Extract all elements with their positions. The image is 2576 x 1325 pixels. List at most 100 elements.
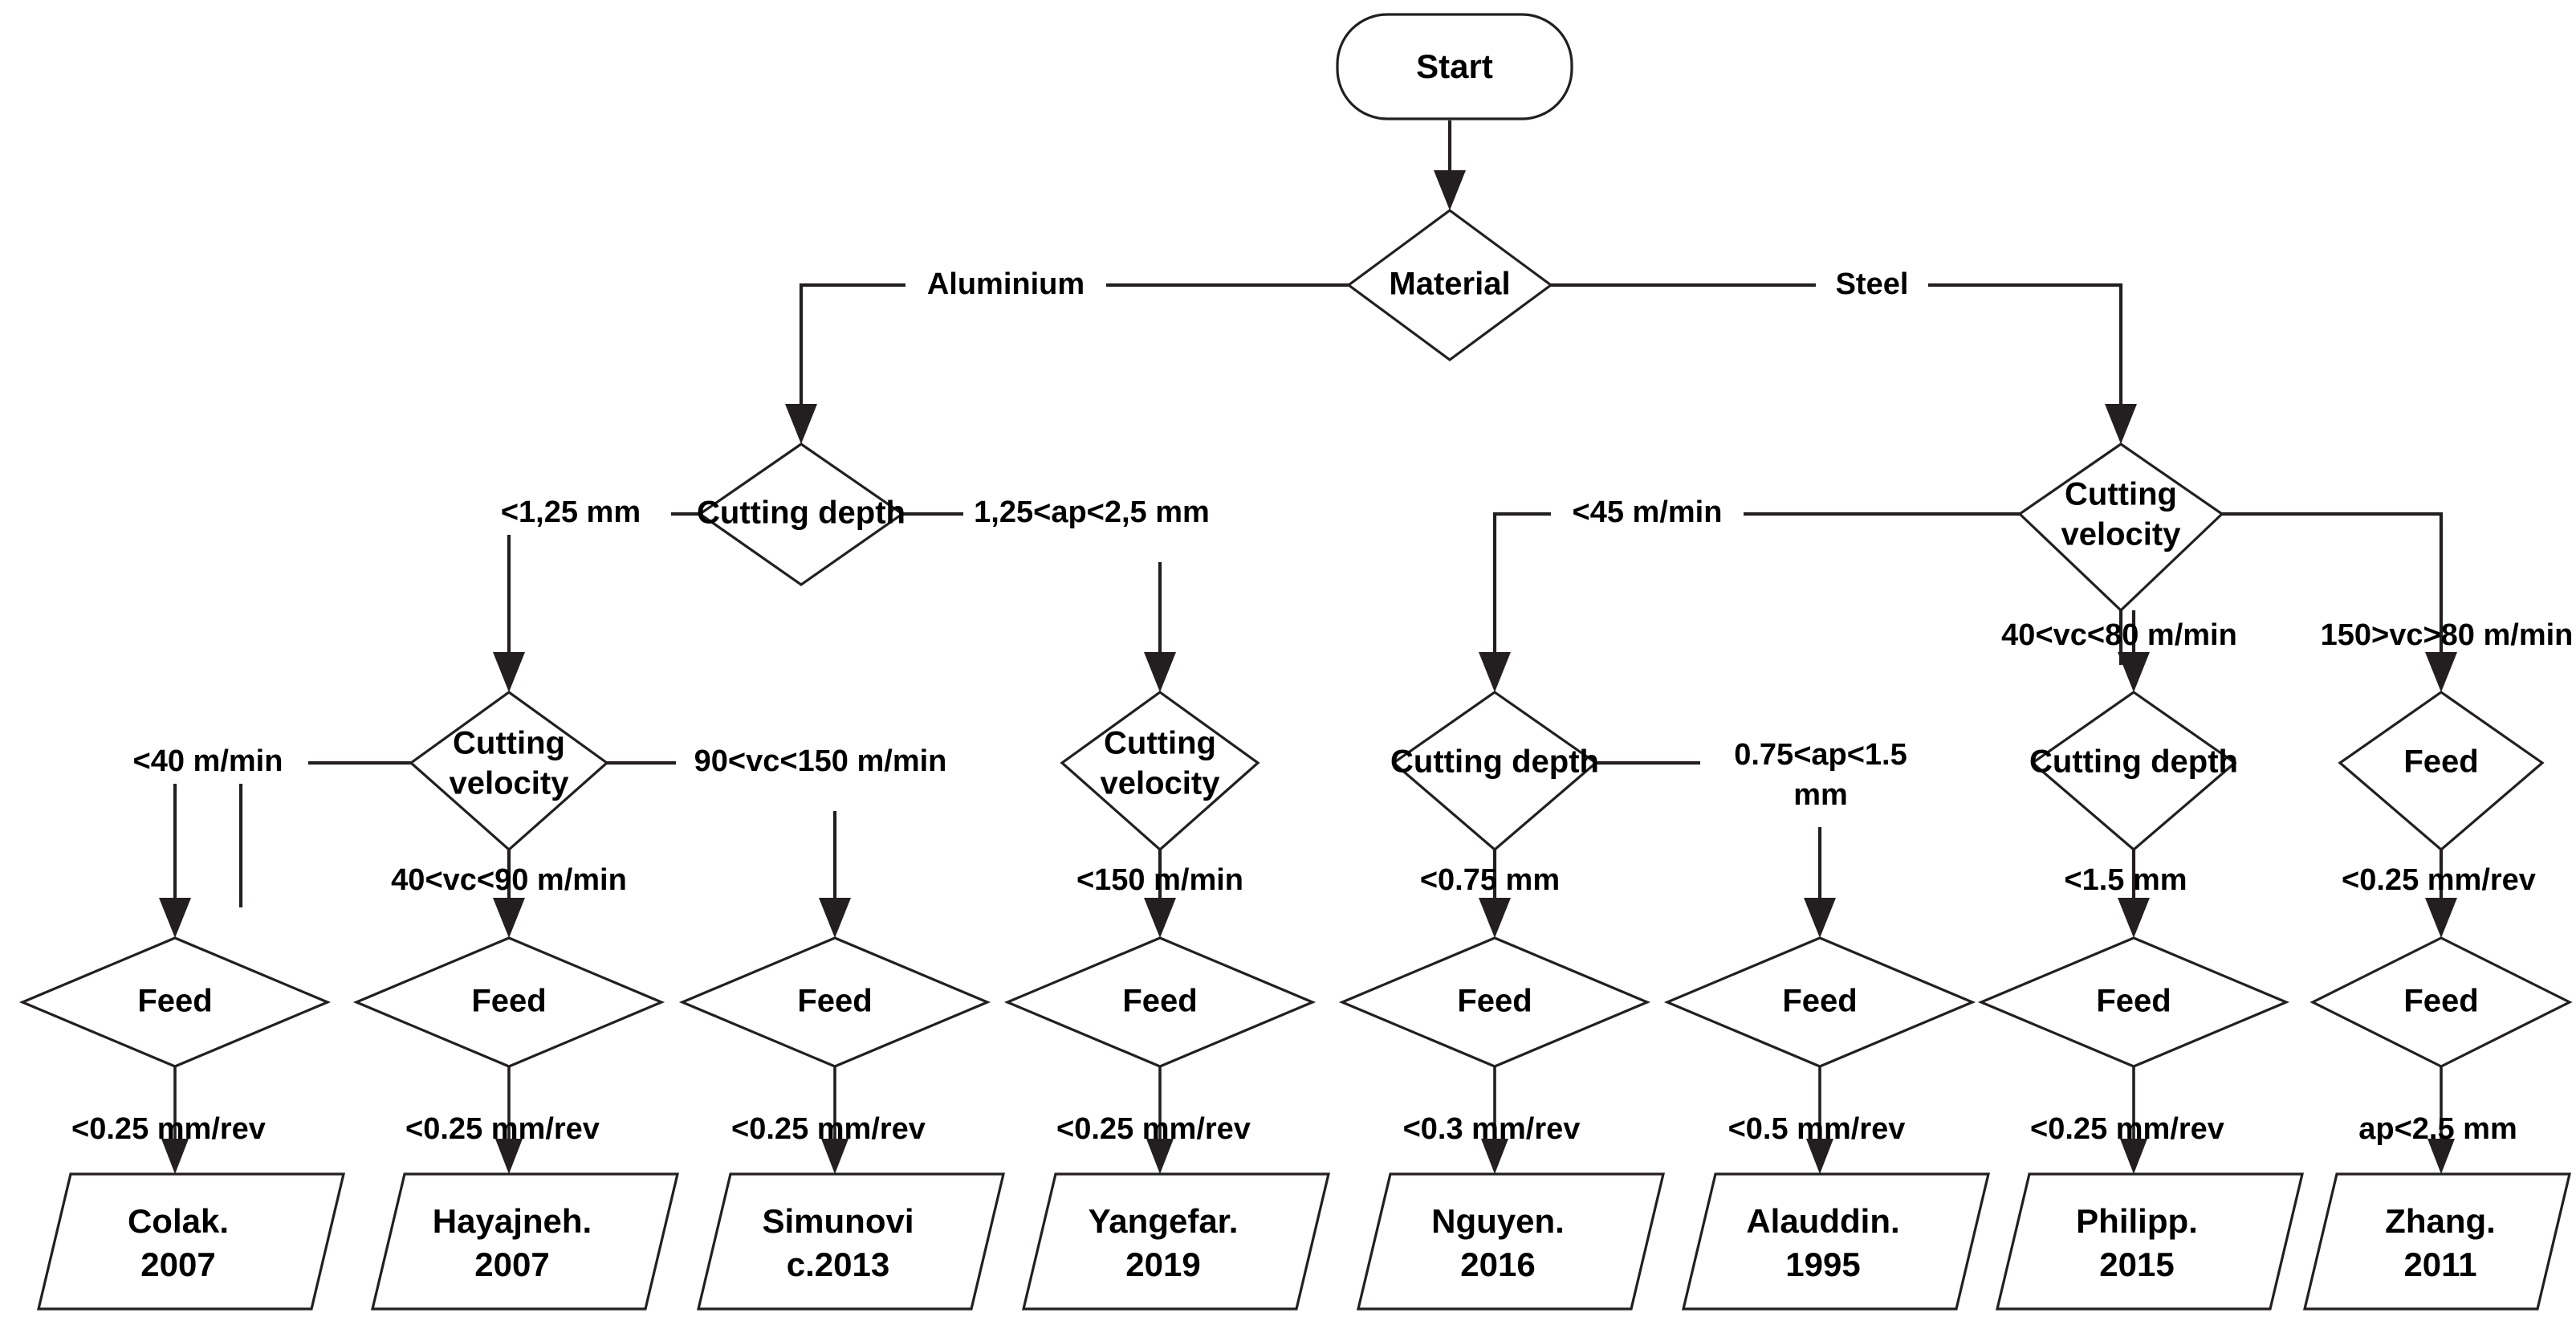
- al-cutting-velocity-label-line1: Cutting: [453, 726, 565, 761]
- edge-label-vc-40-90: 40<vc<90 m/min: [391, 863, 627, 897]
- arrowhead-feed3-result: [821, 1139, 848, 1174]
- arrowhead-steeldepthB-bottom: [2118, 898, 2150, 938]
- feed-8-shape: [2309, 936, 2573, 1068]
- node-feed-7[interactable]: Feed: [1977, 936, 2290, 1068]
- result-2-author: Hayajneh.: [433, 1202, 592, 1240]
- node-material[interactable]: Material: [1346, 209, 1553, 361]
- arrowhead-steelfeedtop-bottom: [2425, 898, 2457, 938]
- node-feed-4[interactable]: Feed: [1003, 936, 1316, 1068]
- result-8[interactable]: Zhang. 2011: [2302, 1172, 2572, 1311]
- feed-5-label: Feed: [1457, 984, 1532, 1019]
- edge-label-f-lt-025-3: <0.25 mm/rev: [731, 1112, 926, 1146]
- edge-label-bg-vc-lt-40: [108, 740, 308, 784]
- result-7-year: 2015: [2099, 1246, 2174, 1283]
- node-steel-cutting-depth-a[interactable]: Cutting depth: [1390, 691, 1599, 852]
- edge-label-bg-ap-075-15: [1700, 731, 1941, 821]
- node-feed-3[interactable]: Feed: [678, 936, 991, 1068]
- al-cutting-velocity-2-shape: [1060, 691, 1260, 852]
- feed-7-label: Feed: [2096, 984, 2171, 1019]
- arrowhead-feed7-result: [2120, 1139, 2147, 1174]
- edge-label-bg-vc-90-150: [676, 740, 965, 784]
- result-3-author: Simunovi: [762, 1202, 914, 1240]
- edge-label-aluminium: Aluminium: [927, 267, 1085, 301]
- start-label: Start: [1416, 47, 1493, 85]
- node-al-cutting-velocity[interactable]: Cutting velocity: [409, 691, 609, 852]
- result-2-year: 2007: [474, 1246, 549, 1283]
- connector-alvel-left: [238, 760, 411, 907]
- result-1[interactable]: Colak. 2007: [36, 1172, 346, 1311]
- result-1-year: 2007: [140, 1246, 215, 1283]
- result-4-author: Yangefar.: [1089, 1202, 1239, 1240]
- connector-material-steel: [1551, 283, 2123, 418]
- edge-label-vc-40-80: 40<vc<80 m/min: [2001, 618, 2237, 652]
- steel-feed-top-label: Feed: [2403, 744, 2478, 780]
- result-5[interactable]: Nguyen. 2016: [1356, 1172, 1666, 1311]
- al-cutting-depth-shape: [698, 442, 905, 586]
- connector-steelvel-right: [2222, 512, 2444, 665]
- edge-label-ap-075-15-line2: mm: [1793, 778, 1848, 812]
- result-1-author: Colak.: [128, 1202, 229, 1240]
- edge-label-ap-lt-125: <1,25 mm: [501, 495, 641, 529]
- node-steel-feed-top[interactable]: Feed: [2338, 691, 2545, 852]
- result-4[interactable]: Yangefar. 2019: [1021, 1172, 1331, 1311]
- feed-1-shape: [18, 936, 332, 1068]
- node-feed-6[interactable]: Feed: [1663, 936, 1976, 1068]
- feed-5-shape: [1338, 936, 1651, 1068]
- edge-label-vc-lt-45: <45 m/min: [1573, 495, 1723, 529]
- result-7-shape: [1995, 1172, 2305, 1311]
- edge-label-ap-125-25: 1,25<ap<2,5 mm: [974, 495, 1210, 529]
- feed-6-label: Feed: [1782, 984, 1857, 1019]
- node-feed-8[interactable]: Feed: [2309, 936, 2573, 1068]
- node-feed-1[interactable]: Feed: [18, 936, 332, 1068]
- arrowhead-material-aluminium: [785, 404, 817, 444]
- node-feed-5[interactable]: Feed: [1338, 936, 1651, 1068]
- arrowhead-alvel-right: [819, 898, 851, 938]
- arrowhead-feed4-result: [1146, 1139, 1174, 1174]
- arrowhead-steeldepthA-bottom: [1479, 898, 1511, 938]
- feed-7-shape: [1977, 936, 2290, 1068]
- node-start[interactable]: Start: [1336, 13, 1573, 120]
- feed-1-label: Feed: [137, 984, 212, 1019]
- arrowhead-feed1-result: [161, 1139, 189, 1174]
- result-6-shape: [1681, 1172, 1991, 1311]
- node-al-cutting-depth[interactable]: Cutting depth: [697, 442, 905, 586]
- start-shape: [1336, 13, 1573, 120]
- arrowhead-feed5-result: [1481, 1139, 1508, 1174]
- result-3[interactable]: Simunovi c.2013: [696, 1172, 1006, 1311]
- node-steel-cutting-depth-b[interactable]: Cutting depth: [2029, 691, 2238, 852]
- result-5-year: 2016: [1460, 1246, 1535, 1283]
- result-6[interactable]: Alauddin. 1995: [1681, 1172, 1991, 1311]
- edge-label-vc-150-80: 150>vc>80 m/min: [2321, 618, 2574, 652]
- arrowhead-start-material: [1434, 170, 1466, 210]
- steel-feed-top-shape: [2338, 691, 2545, 852]
- steel-cutting-velocity-shape: [2017, 442, 2224, 613]
- feed-4-shape: [1003, 936, 1316, 1068]
- node-al-cutting-velocity-2[interactable]: Cutting velocity: [1060, 691, 1260, 852]
- material-label: Material: [1389, 267, 1510, 302]
- edge-label-ap-075-15-line1: 0.75<ap<1.5: [1734, 738, 1907, 772]
- feed-3-shape: [678, 936, 991, 1068]
- steel-cutting-depth-a-label: Cutting depth: [1390, 744, 1599, 780]
- result-6-author: Alauddin.: [1746, 1202, 1899, 1240]
- feed-6-shape: [1663, 936, 1976, 1068]
- al-cutting-velocity-2-label-line2: velocity: [1101, 766, 1221, 801]
- node-steel-cutting-velocity[interactable]: Cutting velocity: [2017, 442, 2224, 613]
- edge-label-steel: Steel: [1836, 267, 1909, 301]
- result-2[interactable]: Hayajneh. 2007: [370, 1172, 680, 1311]
- material-shape: [1346, 209, 1553, 361]
- node-feed-2[interactable]: Feed: [352, 936, 665, 1068]
- connector-steelvel-left: [1492, 512, 2020, 665]
- feed-2-shape: [352, 936, 665, 1068]
- feed-3-label: Feed: [797, 984, 872, 1019]
- arrowhead-aldepth-right: [1144, 652, 1176, 692]
- arrowhead-feed6-result: [1806, 1139, 1833, 1174]
- result-6-year: 1995: [1785, 1246, 1860, 1283]
- result-3-shape: [696, 1172, 1006, 1311]
- edge-label-layer: Aluminium Steel <1,25 mm 1,25<ap<2,5 mm …: [71, 263, 2573, 1146]
- edge-label-ap-lt-25: ap<2.5 mm: [2358, 1112, 2517, 1146]
- steel-cutting-depth-b-shape: [2030, 691, 2237, 852]
- arrowhead-alvel-left: [159, 898, 191, 938]
- result-7[interactable]: Philipp. 2015: [1995, 1172, 2305, 1311]
- result-2-shape: [370, 1172, 680, 1311]
